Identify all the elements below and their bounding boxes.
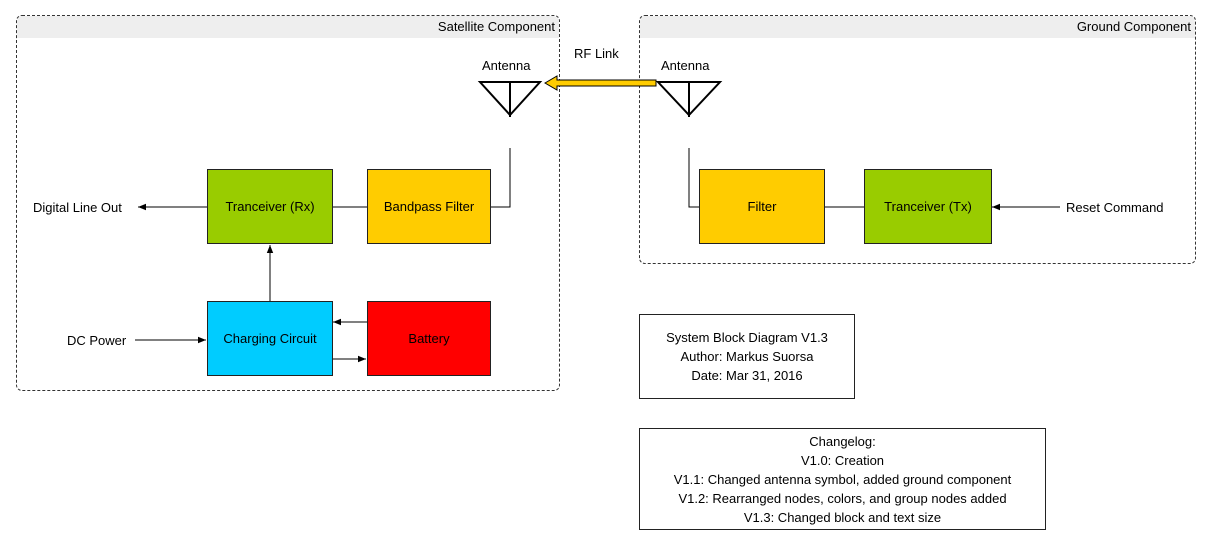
changelog-line: V1.1: Changed antenna symbol, added grou… [673, 471, 1012, 487]
changelog-line: Changelog: [809, 433, 876, 449]
block-transceiver-tx[interactable]: Tranceiver (Tx) [864, 169, 992, 244]
info-line: Date: Mar 31, 2016 [691, 368, 803, 383]
satellite-group-header [17, 16, 559, 38]
info-line: System Block Diagram V1.3 [666, 330, 828, 345]
satellite-antenna-icon [477, 81, 543, 117]
satellite-group: Satellite Component [16, 15, 560, 391]
diagram-info-note: System Block Diagram V1.3 Author: Markus… [639, 314, 855, 399]
rf-link-label: RF Link [574, 46, 619, 61]
block-bandpass-filter[interactable]: Bandpass Filter [367, 169, 491, 244]
changelog-line: V1.2: Rearranged nodes, colors, and grou… [678, 490, 1007, 506]
ground-antenna-icon [655, 81, 723, 117]
wire-antenna-to-bandpass [491, 148, 511, 208]
ground-group-title: Ground Component [1076, 19, 1191, 34]
satellite-group-title: Satellite Component [437, 19, 555, 34]
ground-group-header [640, 16, 1195, 38]
wire-ground-antenna-to-filter [688, 148, 699, 208]
satellite-antenna-label: Antenna [482, 58, 531, 73]
ground-group: Ground Component [639, 15, 1196, 264]
ground-antenna-label: Antenna [661, 58, 710, 73]
info-line: Author: Markus Suorsa [680, 349, 814, 364]
block-charging-circuit[interactable]: Charging Circuit [207, 301, 333, 376]
reset-command-label: Reset Command [1066, 200, 1164, 215]
changelog-line: V1.3: Changed block and text size [743, 509, 942, 525]
block-filter[interactable]: Filter [699, 169, 825, 244]
dc-power-label: DC Power [67, 333, 127, 348]
block-battery[interactable]: Battery [367, 301, 491, 376]
changelog-line: V1.0: Creation [800, 452, 885, 468]
block-transceiver-rx[interactable]: Tranceiver (Rx) [207, 169, 333, 244]
rf-link-arrow [544, 75, 657, 91]
digital-line-out-label: Digital Line Out [33, 200, 122, 215]
changelog-note: Changelog: V1.0: Creation V1.1: Changed … [639, 428, 1046, 530]
